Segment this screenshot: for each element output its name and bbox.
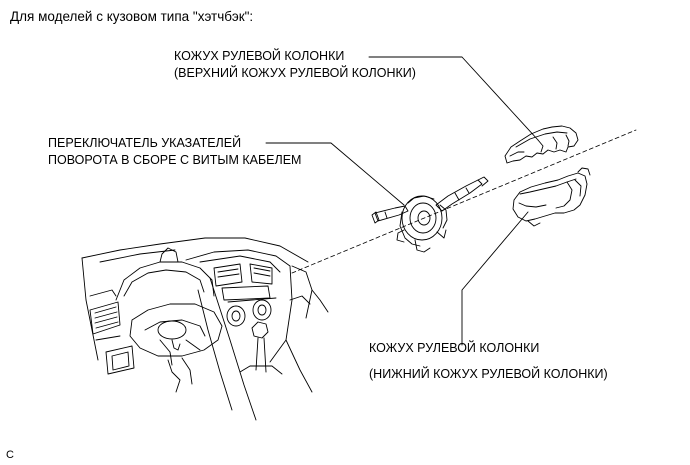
figure-code: C [6,449,14,461]
upper-column-cover-drawing [504,125,579,164]
dashboard-right-edge [311,289,329,313]
section-heading: Для моделей с кузовом типа "хэтчбэк": [10,9,254,24]
leader-upper-cover [368,56,539,141]
leader-lines [265,56,539,346]
callout-switch-detail: ПОВОРОТА В СБОРЕ С ВИТЫМ КАБЕЛЕМ [48,153,302,167]
callout-switch-name: ПЕРЕКЛЮЧАТЕЛЬ УКАЗАТЕЛЕЙ [48,136,242,150]
dashboard-interior-drawing [81,237,313,421]
leader-switch [265,142,405,206]
leader-lower-cover [461,211,529,346]
callout-upper-cover-detail: (ВЕРХНИЙ КОЖУХ РУЛЕВОЙ КОЛОНКИ) [174,66,416,80]
callout-lower-cover-detail: (НИЖНИЙ КОЖУХ РУЛЕВОЙ КОЛОНКИ) [369,367,608,381]
assembly-axis-line [291,129,637,274]
turn-signal-switch-drawing [371,176,489,253]
callout-lower-cover-name: КОЖУХ РУЛЕВОЙ КОЛОНКИ [369,341,540,355]
callout-upper-cover-name: КОЖУХ РУЛЕВОЙ КОЛОНКИ [174,49,345,63]
lower-column-cover-drawing [512,167,591,227]
